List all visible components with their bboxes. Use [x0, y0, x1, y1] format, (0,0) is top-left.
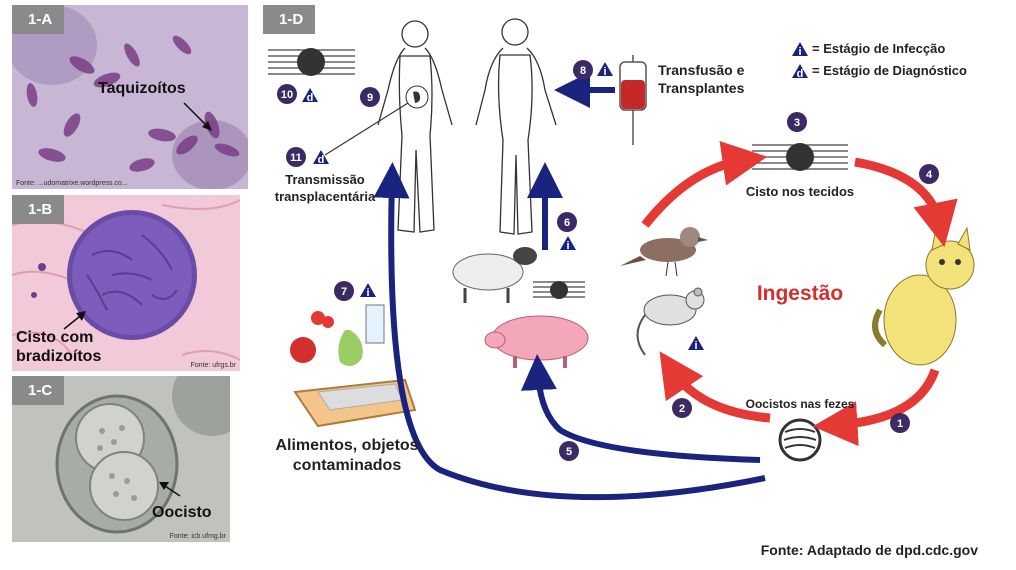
mouse-icon [636, 287, 705, 356]
transplacental-label-line1: Transmissão [285, 172, 365, 187]
svg-text:i: i [694, 340, 697, 352]
cat-icon [872, 226, 975, 366]
panel-tag: 1-B [12, 195, 65, 224]
svg-text:3: 3 [794, 117, 800, 129]
diagnosis-stage-marker: d [313, 150, 329, 166]
transfusion-label-line2: Transplantes [658, 80, 745, 96]
source-credit: Fonte: Adaptado de dpd.cdc.gov [760, 542, 978, 558]
pig-icon [484, 315, 589, 368]
panel-tag: 1-C [12, 376, 65, 405]
image-credit: Fonte: ufrgs.br [190, 362, 236, 369]
step-badge-9: 9 [360, 87, 380, 107]
panel-tag: 1-A [12, 5, 65, 34]
step-badge-7: 7 [334, 281, 354, 301]
oocyst-icon [778, 418, 822, 462]
cyst-label-line1: Cisto com [16, 329, 94, 346]
step-badge-8: 8 [573, 60, 593, 80]
step-badge-4: 4 [919, 164, 939, 184]
cyst-micrograph [12, 195, 240, 371]
human-figure-female [377, 20, 453, 233]
tissue-cyst-label: Cisto nos tecidos [746, 184, 854, 199]
infection-stage-marker: i [688, 336, 704, 352]
svg-text:d: d [318, 154, 325, 166]
svg-text:i: i [366, 287, 369, 299]
step-badge-6: 6 [557, 212, 577, 232]
tachyzoite-micrograph [12, 5, 248, 189]
svg-text:i: i [603, 66, 606, 78]
svg-text:5: 5 [566, 446, 572, 458]
ingestion-label: Ingestão [757, 282, 843, 305]
step-badge-3: 3 [787, 112, 807, 132]
legend-diagnosis-icon: d [792, 64, 808, 80]
svg-text:1: 1 [897, 418, 903, 430]
oocyst-label: Oocisto [152, 504, 212, 521]
bird-icon [620, 227, 708, 277]
panel-tag: 1-D [263, 5, 316, 34]
step-badge-5: 5 [559, 441, 579, 461]
svg-text:4: 4 [926, 169, 933, 181]
infection-stage-marker: i [597, 62, 613, 78]
legend-infection-label: = Estágio de Infecção [812, 41, 946, 56]
foods-label-line2: contaminados [293, 457, 402, 474]
sheep-icon [452, 247, 537, 303]
infection-stage-marker: i [560, 236, 576, 252]
tissue-cyst-icon [533, 281, 585, 299]
foods-label-line1: Alimentos, objetos [275, 437, 418, 454]
legend-diagnosis-label: = Estágio de Diagnóstico [812, 63, 967, 78]
panel-1b: 1-B Cisto com bradizoítos Fonte: ufrgs.b… [12, 195, 240, 371]
svg-text:i: i [566, 240, 569, 252]
panel-1a: 1-A Taquizoítos Fonte: ...udomatrixe.wor… [12, 5, 248, 189]
tissue-cyst-icon [268, 48, 355, 76]
infection-stage-marker: i [360, 283, 376, 299]
fetus-icon [405, 85, 429, 109]
image-credit: Fonte: ...udomatrixe.wordpress.co... [16, 180, 128, 187]
image-credit: Fonte: icb.ufmg.br [169, 533, 226, 540]
panel-1c: 1-C Oocisto Fonte: icb.ufmg.br [12, 376, 230, 542]
step-badge-2: 2 [672, 398, 692, 418]
transfusion-label-line1: Transfusão e [658, 62, 745, 78]
step-badge-10: 10 [277, 84, 297, 104]
svg-text:i: i [798, 46, 801, 58]
blood-bag-icon [619, 55, 647, 145]
transplacental-label-line2: transplacentária [275, 189, 376, 204]
tissue-cyst-icon [752, 143, 848, 171]
svg-text:d: d [797, 68, 804, 80]
svg-text:2: 2 [679, 403, 685, 415]
svg-text:7: 7 [341, 286, 347, 298]
svg-text:11: 11 [290, 152, 302, 164]
human-figure-male [475, 18, 557, 235]
litter-box-icon [293, 378, 417, 428]
svg-text:6: 6 [564, 217, 570, 229]
oocysts-feces-label: Oocistos nas fezes [746, 397, 855, 411]
svg-text:10: 10 [281, 89, 293, 101]
svg-text:8: 8 [580, 65, 586, 77]
food-icon [290, 304, 385, 367]
step-badge-11: 11 [286, 147, 306, 167]
cyst-label-line2: bradizoítos [16, 348, 102, 365]
diagnosis-stage-marker: d [302, 88, 318, 104]
legend-infection-icon: i [792, 42, 808, 58]
svg-text:9: 9 [367, 92, 373, 104]
step-badge-1: 1 [890, 413, 910, 433]
svg-text:d: d [307, 92, 314, 104]
tachyzoites-label: Taquizoítos [98, 80, 186, 97]
